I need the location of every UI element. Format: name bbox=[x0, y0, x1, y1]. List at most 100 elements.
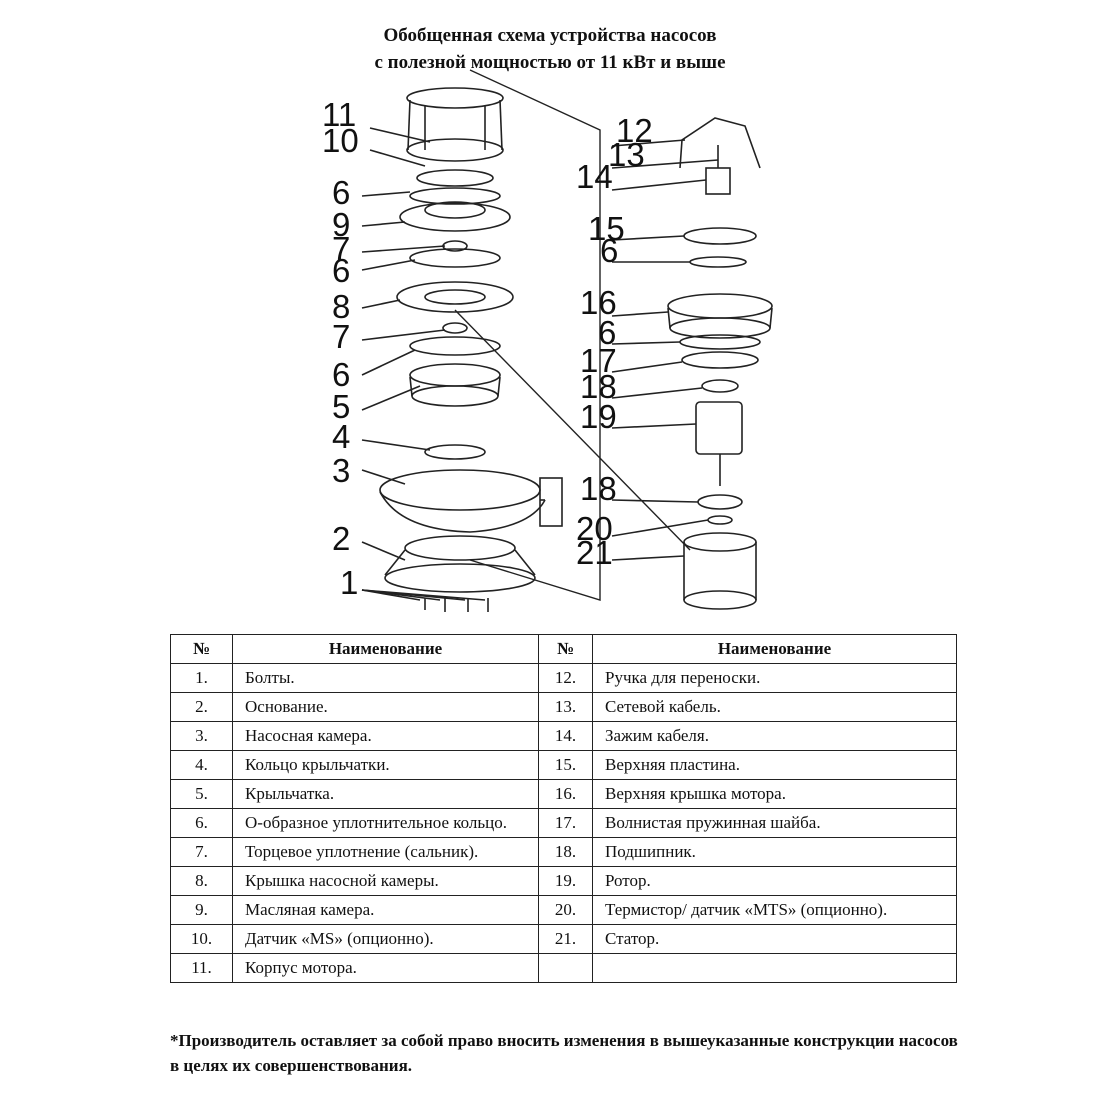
part-number: 15. bbox=[538, 750, 593, 780]
stator-part bbox=[683, 532, 757, 610]
table-row: 1. Болты. 12. Ручка для переноски. bbox=[170, 663, 957, 693]
part-name: Верхняя крышка мотора. bbox=[592, 779, 957, 809]
part-number: 9. bbox=[170, 895, 233, 925]
o-ring-part bbox=[409, 187, 501, 205]
part-name: Крыльчатка. bbox=[232, 779, 539, 809]
callout-label: 10 bbox=[322, 122, 359, 159]
name-header: Наименование bbox=[232, 634, 539, 664]
part-number: 2. bbox=[170, 692, 233, 722]
oil-chamber-part bbox=[399, 201, 511, 232]
part-name: Термистор/ датчик «MTS» (опционно). bbox=[592, 895, 957, 925]
part-number: 5. bbox=[170, 779, 233, 809]
callout-label: 15 bbox=[588, 210, 625, 247]
part-number: 11. bbox=[170, 953, 233, 983]
part-name: Основание. bbox=[232, 692, 539, 722]
connector-line bbox=[454, 309, 691, 551]
bolts-part bbox=[424, 598, 489, 612]
callout-label: 5 bbox=[332, 388, 350, 425]
callout-label: 18 bbox=[580, 470, 617, 507]
carry-handle-part bbox=[679, 117, 761, 169]
callout-label: 4 bbox=[332, 418, 350, 455]
motor-housing-part bbox=[406, 87, 504, 162]
table-row: 2. Основание. 13. Сетевой кабель. bbox=[170, 692, 957, 722]
part-number: 12. bbox=[538, 663, 593, 693]
callout-label: 19 bbox=[580, 398, 617, 435]
footnote: *Производитель оставляет за собой право … bbox=[170, 1031, 958, 1075]
table-row: 10. Датчик «MS» (опционно). 21. Статор. bbox=[170, 924, 957, 954]
callout-label: 6 bbox=[598, 314, 616, 351]
part-number: 6. bbox=[170, 808, 233, 838]
base-part bbox=[384, 535, 536, 593]
callout-label: 6 bbox=[600, 232, 618, 269]
callout-label: 9 bbox=[332, 206, 350, 243]
num-header: № bbox=[170, 634, 233, 664]
callout-label: 13 bbox=[608, 136, 645, 173]
callout-label: 7 bbox=[332, 230, 350, 267]
o-ring-part bbox=[689, 256, 747, 268]
part-number: 1. bbox=[170, 663, 233, 693]
diagram-title: Обобщенная схема устройства насосов с по… bbox=[0, 22, 1100, 76]
callout-label: 6 bbox=[332, 356, 350, 393]
table-row: 5. Крыльчатка. 16. Верхняя крышка мотора… bbox=[170, 779, 957, 809]
part-name: Крышка насосной камеры. bbox=[232, 866, 539, 896]
table-row: 11. Корпус мотора. bbox=[170, 953, 957, 983]
part-name: Подшипник. bbox=[592, 837, 957, 867]
callout-label: 20 bbox=[576, 510, 613, 547]
callout-label: 17 bbox=[580, 342, 617, 379]
table-row: 7. Торцевое уплотнение (сальник). 18. По… bbox=[170, 837, 957, 867]
part-number: 20. bbox=[538, 895, 593, 925]
callout-label: 14 bbox=[576, 158, 613, 195]
o-ring-part bbox=[409, 248, 501, 268]
part-name: Зажим кабеля. bbox=[592, 721, 957, 751]
part-name: Волнистая пружинная шайба. bbox=[592, 808, 957, 838]
part-name: Сетевой кабель. bbox=[592, 692, 957, 722]
part-name: Кольцо крыльчатки. bbox=[232, 750, 539, 780]
part-name: Болты. bbox=[232, 663, 539, 693]
table-header-row: № Наименование № Наименование bbox=[170, 634, 957, 664]
thermistor-part bbox=[707, 515, 733, 525]
part-number: 14. bbox=[538, 721, 593, 751]
parts-table: № Наименование № Наименование 1. Болты. … bbox=[170, 634, 957, 983]
table-row: 6. О-образное уплотнительное кольцо. 17.… bbox=[170, 808, 957, 838]
part-number: 16. bbox=[538, 779, 593, 809]
part-name: О-образное уплотнительное кольцо. bbox=[232, 808, 539, 838]
motor-top-cover-part bbox=[667, 293, 773, 339]
part-number: 7. bbox=[170, 837, 233, 867]
part-name: Ротор. bbox=[592, 866, 957, 896]
seal-part bbox=[442, 322, 468, 334]
bearing-part bbox=[697, 494, 743, 510]
part-number: 8. bbox=[170, 866, 233, 896]
part-number: 18. bbox=[538, 837, 593, 867]
pump-chamber-part bbox=[379, 469, 563, 533]
part-number bbox=[538, 953, 593, 983]
callout-label: 16 bbox=[580, 284, 617, 321]
wave-washer-part bbox=[681, 351, 759, 369]
callout-label: 18 bbox=[580, 368, 617, 405]
part-name: Ручка для переноски. bbox=[592, 663, 957, 693]
part-name: Торцевое уплотнение (сальник). bbox=[232, 837, 539, 867]
part-name: Насосная камера. bbox=[232, 721, 539, 751]
callout-label: 1 bbox=[340, 564, 358, 601]
num-header: № bbox=[538, 634, 593, 664]
callout-label: 6 bbox=[332, 252, 350, 289]
part-name: Корпус мотора. bbox=[232, 953, 539, 983]
impeller-part bbox=[409, 363, 501, 407]
part-number: 4. bbox=[170, 750, 233, 780]
exploded-pump-diagram: 11 10 6 9 7 6 8 7 6 5 4 3 2 1 12 13 14 1… bbox=[322, 69, 773, 612]
top-plate-part bbox=[683, 227, 757, 245]
title-line-2: с полезной мощностью от 11 кВт и выше bbox=[374, 52, 726, 73]
name-header: Наименование bbox=[592, 634, 957, 664]
callout-label: 2 bbox=[332, 520, 350, 557]
part-number: 3. bbox=[170, 721, 233, 751]
part-name: Верхняя пластина. bbox=[592, 750, 957, 780]
table-row: 3. Насосная камера. 14. Зажим кабеля. bbox=[170, 721, 957, 751]
bearing-part bbox=[701, 379, 739, 393]
part-name bbox=[592, 953, 957, 983]
part-number: 10. bbox=[170, 924, 233, 954]
part-name: Масляная камера. bbox=[232, 895, 539, 925]
o-ring-part bbox=[409, 336, 501, 356]
part-number: 21. bbox=[538, 924, 593, 954]
o-ring-part bbox=[679, 334, 761, 350]
table-row: 9. Масляная камера. 20. Термистор/ датчи… bbox=[170, 895, 957, 925]
part-name: Статор. bbox=[592, 924, 957, 954]
